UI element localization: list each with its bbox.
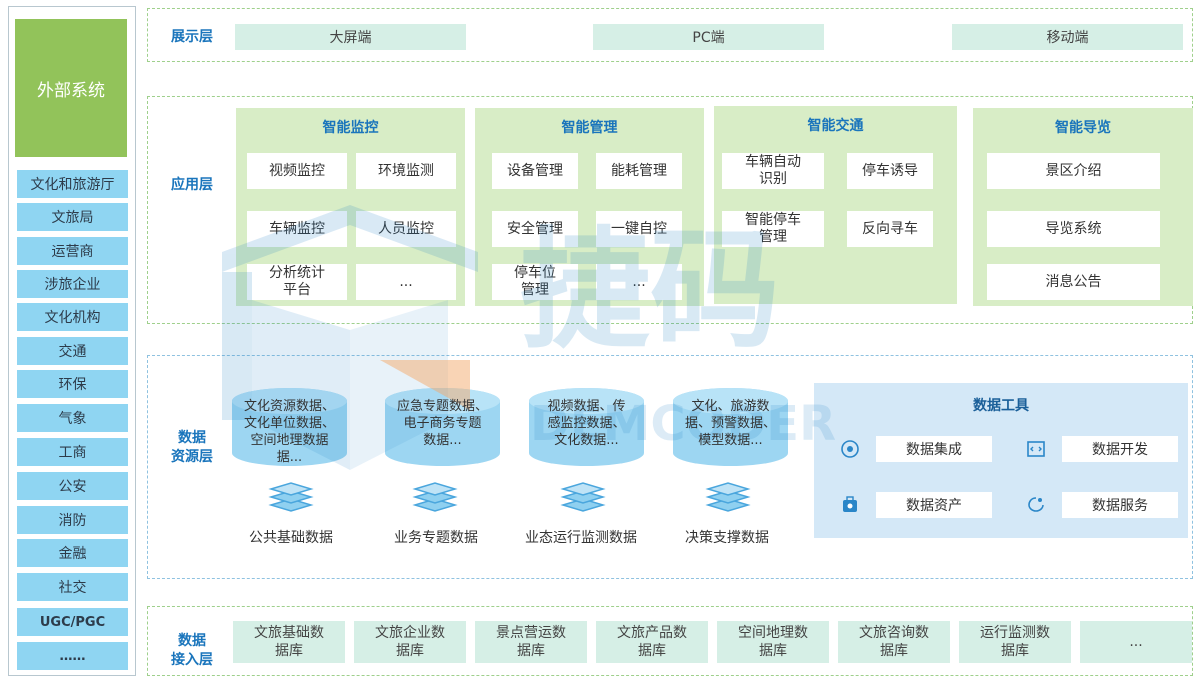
app-module-title: 智能交通 — [807, 118, 864, 134]
external-system-item: 涉旅企业 — [17, 270, 128, 298]
data-tool-box: 数据集成 — [876, 436, 992, 462]
app-function-box: 景区介绍 — [987, 153, 1160, 189]
app-function-box: 视频监控 — [247, 153, 347, 189]
external-system-item: 运营商 — [17, 237, 128, 265]
code-window-icon — [1027, 441, 1045, 457]
pres-box-mobile: 移动端 — [952, 24, 1183, 50]
app-function-box: 设备管理 — [492, 153, 578, 189]
app-function-box: 停车诱导 — [847, 153, 933, 189]
data-category-label: 业务专题数据 — [394, 530, 478, 546]
data-cylinder-text: 应急专题数据、 电子商务专题 数据... — [396, 399, 488, 448]
database-stack-icon — [560, 482, 606, 512]
data-resource-layer-label: 数据 资源层 — [171, 430, 213, 465]
app-function-box: 智能停车 管理 — [722, 211, 824, 247]
app-function-box: 一键自控 — [596, 211, 682, 247]
ingestion-database-box: 文旅基础数 据库 — [233, 621, 345, 663]
external-systems-title: 外部系统 — [15, 19, 127, 157]
app-function-box: 导览系统 — [987, 211, 1160, 247]
app-function-box: 能耗管理 — [596, 153, 682, 189]
external-system-item: UGC/PGC — [17, 608, 128, 636]
external-system-item: 气象 — [17, 404, 128, 432]
data-tool-box: 数据资产 — [876, 492, 992, 518]
data-cylinder-text: 文化、旅游数 据、预警数据、 模型数据... — [684, 399, 776, 448]
ingestion-database-box: 文旅产品数 据库 — [596, 621, 708, 663]
external-system-item: 交通 — [17, 337, 128, 365]
ingestion-database-box: ... — [1080, 621, 1192, 663]
data-cylinder: 应急专题数据、 电子商务专题 数据... — [385, 388, 500, 466]
ingestion-database-box: 文旅咨询数 据库 — [838, 621, 950, 663]
asset-icon — [843, 496, 857, 512]
app-function-box: 车辆自动 识别 — [722, 153, 824, 189]
external-system-item: …… — [17, 642, 128, 670]
data-tool-box: 数据开发 — [1062, 436, 1178, 462]
external-system-item: 工商 — [17, 438, 128, 466]
ingestion-layer — [147, 606, 1193, 676]
app-function-box: 停车位 管理 — [492, 264, 578, 300]
app-function-box: 反向寻车 — [847, 211, 933, 247]
app-function-box: 环境监测 — [356, 153, 456, 189]
external-system-item: 消防 — [17, 506, 128, 534]
data-category-label: 公共基础数据 — [249, 530, 333, 546]
app-module-title: 智能管理 — [561, 120, 618, 136]
external-system-item: 社交 — [17, 573, 128, 601]
ingestion-database-box: 景点营运数 据库 — [475, 621, 587, 663]
presentation-layer — [147, 8, 1193, 62]
application-layer-label: 应用层 — [171, 177, 213, 193]
data-tools-title: 数据工具 — [973, 398, 1029, 414]
data-cylinder: 文化、旅游数 据、预警数据、 模型数据... — [673, 388, 788, 466]
database-stack-icon — [412, 482, 458, 512]
external-systems-column — [8, 6, 136, 676]
app-function-box: 消息公告 — [987, 264, 1160, 300]
pres-box-bigscreen: 大屏端 — [235, 24, 466, 50]
ingestion-database-box: 运行监测数 据库 — [959, 621, 1071, 663]
external-system-item: 文化和旅游厅 — [17, 170, 128, 198]
service-icon — [1028, 497, 1044, 512]
app-module: 智能交通 — [714, 106, 957, 304]
ingestion-database-box: 空间地理数 据库 — [717, 621, 829, 663]
presentation-layer-label: 展示层 — [171, 29, 213, 45]
data-resource-layer — [147, 355, 1193, 579]
pres-box-pc: PC端 — [593, 24, 824, 50]
data-cylinder: 文化资源数据、 文化单位数据、 空间地理数据 据... — [232, 388, 347, 466]
app-function-box: ... — [596, 264, 682, 300]
app-function-box: ... — [356, 264, 456, 300]
database-stack-icon — [705, 482, 751, 512]
data-category-label: 决策支撑数据 — [685, 530, 769, 546]
app-function-box: 安全管理 — [492, 211, 578, 247]
data-category-label: 业态运行监测数据 — [525, 530, 637, 546]
app-module-title: 智能导览 — [1055, 120, 1111, 136]
ingestion-layer-label: 数据 接入层 — [171, 633, 213, 668]
data-cylinder-text: 视频数据、传 感监控数据、 文化数据... — [547, 399, 626, 448]
ingestion-database-box: 文旅企业数 据库 — [354, 621, 466, 663]
app-module-title: 智能监控 — [322, 120, 379, 136]
app-function-box: 人员监控 — [356, 211, 456, 247]
data-cylinder-text: 文化资源数据、 文化单位数据、 空间地理数据 据... — [243, 399, 335, 465]
external-system-item: 公安 — [17, 472, 128, 500]
data-cylinder: 视频数据、传 感监控数据、 文化数据... — [529, 388, 644, 466]
external-system-item: 文旅局 — [17, 203, 128, 231]
external-system-item: 文化机构 — [17, 303, 128, 331]
integration-icon — [841, 440, 859, 458]
app-function-box: 车辆监控 — [247, 211, 347, 247]
external-system-item: 金融 — [17, 539, 128, 567]
external-system-item: 环保 — [17, 370, 128, 398]
data-tool-box: 数据服务 — [1062, 492, 1178, 518]
app-function-box: 分析统计 平台 — [247, 264, 347, 300]
database-stack-icon — [268, 482, 314, 512]
